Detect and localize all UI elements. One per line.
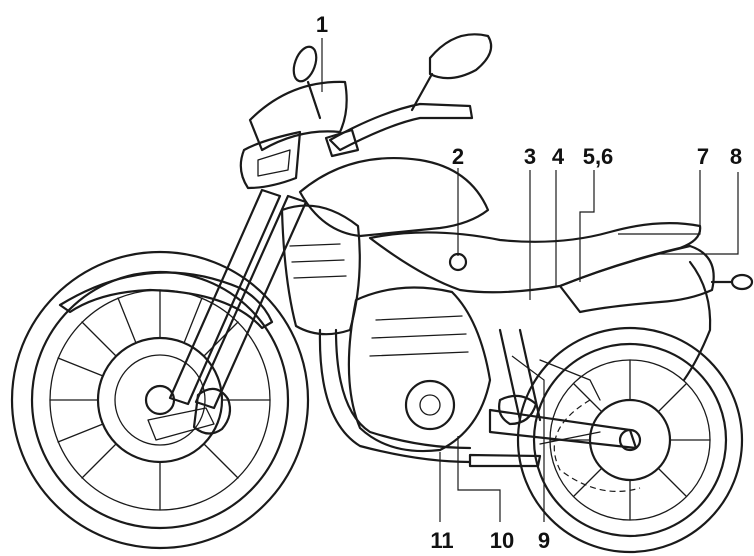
fuel-tank bbox=[280, 157, 490, 336]
engine bbox=[318, 252, 492, 464]
callout-7: 7 bbox=[697, 144, 709, 169]
callout-5-6: 5,6 bbox=[583, 144, 614, 169]
callouts: 1 2 3 4 5,6 7 8 9 10 11 bbox=[316, 12, 742, 553]
callout-10: 10 bbox=[490, 528, 514, 553]
callout-2: 2 bbox=[452, 144, 464, 169]
rear-frame bbox=[558, 244, 754, 382]
callout-11: 11 bbox=[430, 528, 453, 553]
seat bbox=[368, 222, 702, 294]
front-fender bbox=[58, 271, 274, 330]
callout-9: 9 bbox=[538, 528, 550, 553]
callout-8: 8 bbox=[730, 144, 742, 169]
callout-1: 1 bbox=[316, 12, 328, 37]
windshield-headlight bbox=[239, 80, 348, 190]
swingarm bbox=[468, 328, 638, 468]
rear-wheel bbox=[516, 326, 744, 554]
callout-3: 3 bbox=[524, 144, 536, 169]
leader-lines bbox=[321, 38, 739, 522]
callout-4: 4 bbox=[552, 144, 565, 169]
mirrors-handlebars bbox=[292, 33, 493, 158]
